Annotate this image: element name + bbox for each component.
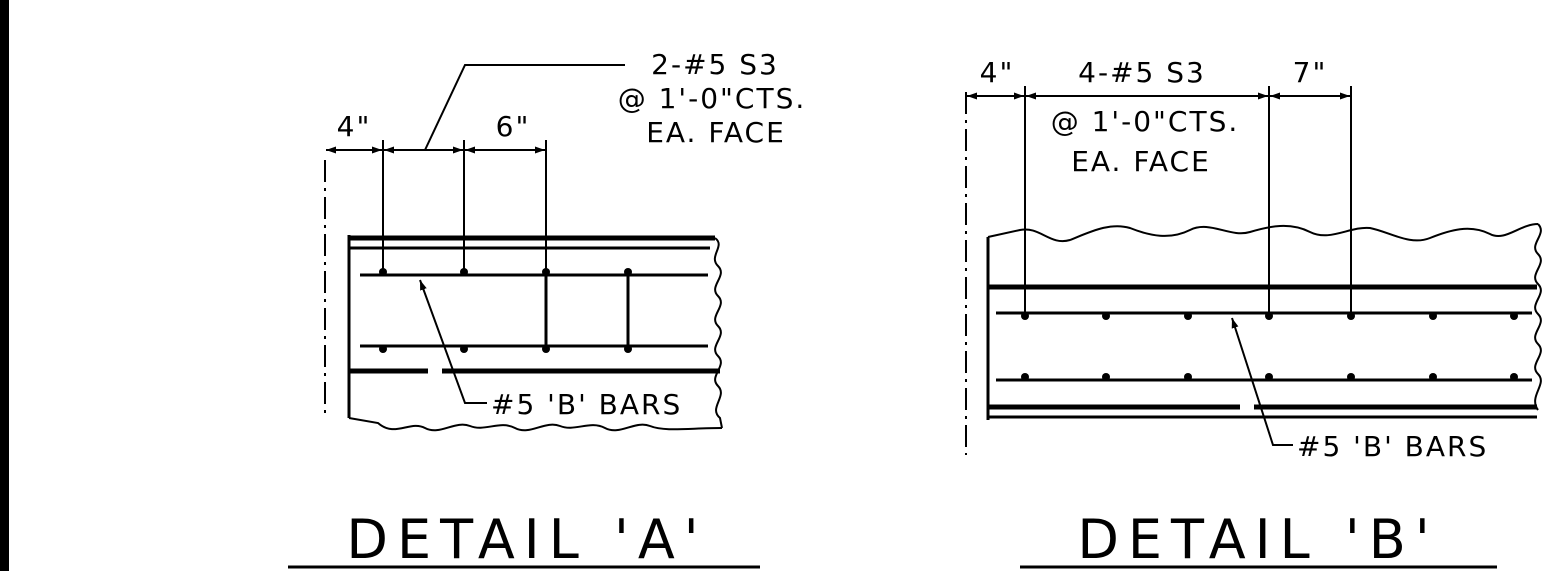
bars-label-a: #5 'B' BARS	[491, 388, 682, 421]
detail-a-title: DETAIL 'A'	[346, 508, 707, 571]
rebar-dot	[542, 268, 550, 276]
detail-b-title: DETAIL 'B'	[1077, 508, 1438, 571]
callout-a-line1: 2-#5 S3	[651, 48, 779, 81]
break-line-b-top	[987, 223, 1539, 243]
detail-a: 4" 6" 2-#5 S3 @ 1'-0"CTS. EA. FACE #5 'B…	[288, 48, 807, 571]
bars-leader-a	[419, 279, 487, 404]
rebar-dot	[1021, 312, 1029, 320]
rebar-dot	[1265, 312, 1273, 320]
rebar-dot	[1510, 373, 1518, 381]
rebar-dot	[1265, 373, 1273, 381]
dim-label-a-left: 4"	[337, 110, 372, 143]
dim-label-b-mid-line1: 4-#5 S3	[1078, 56, 1206, 89]
dim-label-b-mid-line2: @ 1'-0"CTS.	[1051, 105, 1240, 138]
rebar-dot	[379, 268, 387, 276]
break-line-a-bottom	[348, 417, 723, 432]
rebar-dot	[379, 345, 387, 353]
break-line-a-right	[713, 237, 723, 429]
break-line-b-right	[1534, 223, 1542, 411]
callout-a-line3: EA. FACE	[646, 116, 786, 149]
rebar-dot	[460, 345, 468, 353]
rebar-dot	[1347, 312, 1355, 320]
sheet-border	[0, 0, 9, 571]
dim-label-b-mid-line3: EA. FACE	[1071, 145, 1211, 178]
rebar-dot	[1184, 373, 1192, 381]
dim-label-b-right: 7"	[1293, 56, 1328, 89]
rebar-dot	[1347, 373, 1355, 381]
rebar-dot	[1510, 312, 1518, 320]
rebar-dot	[460, 268, 468, 276]
rebar-dot	[1021, 373, 1029, 381]
rebar-dot	[1102, 312, 1110, 320]
dim-label-a-right: 6"	[496, 110, 531, 143]
dim-label-b-left: 4"	[980, 56, 1015, 89]
detail-b: 4" 4-#5 S3 @ 1'-0"CTS. EA. FACE 7" #5 'B…	[965, 56, 1542, 571]
callout-a-line2: @ 1'-0"CTS.	[618, 82, 807, 115]
rebar-dot	[1184, 312, 1192, 320]
rebar-dot	[1102, 373, 1110, 381]
bars-label-b: #5 'B' BARS	[1297, 430, 1488, 463]
rebar-dot	[624, 268, 632, 276]
rebar-dot	[542, 345, 550, 353]
rebar-dot	[1429, 373, 1437, 381]
bars-leader-b	[1231, 317, 1293, 446]
rebar-dot	[1429, 312, 1437, 320]
rebar-dot	[624, 345, 632, 353]
callout-leader-a	[424, 64, 625, 151]
